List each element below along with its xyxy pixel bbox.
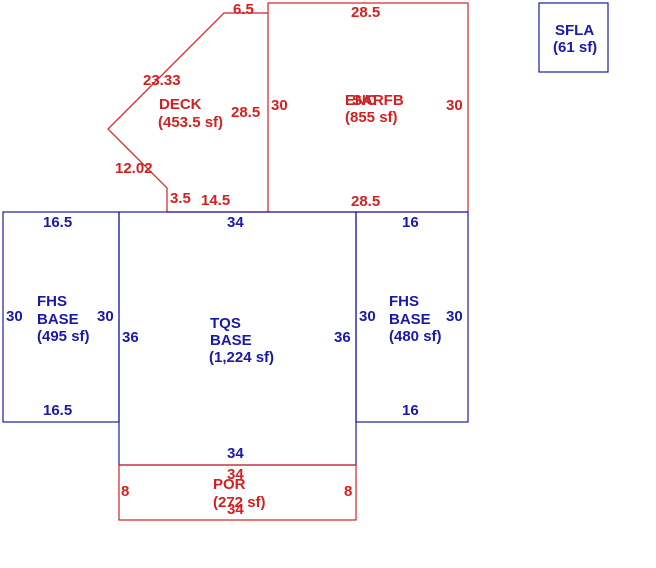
fhs-left-dim-right: 30 <box>97 308 114 325</box>
enc-dim-bottom: 28.5 <box>351 193 380 210</box>
deck-name: DECK <box>159 96 202 113</box>
enc-sarfb-area: 28.5 28.5 30 30 ENC SARFB (855 sf) <box>267 2 469 213</box>
por-dim-right: 8 <box>344 483 352 500</box>
tqs-name-2: BASE <box>210 332 252 349</box>
fhs-right-area-label: (480 sf) <box>389 328 442 345</box>
fhs-left-dim-left: 30 <box>6 308 23 325</box>
fhs-right-dim-top: 16 <box>402 214 419 231</box>
fhs-right-name-1: FHS <box>389 293 419 310</box>
por-area: 34 34 8 8 POR (272 sf) <box>118 464 357 521</box>
fhs-right-dim-left: 30 <box>359 308 376 325</box>
tqs-name-1: TQS <box>210 315 241 332</box>
por-dim-left: 8 <box>121 483 129 500</box>
tqs-dim-bottom: 34 <box>227 445 244 462</box>
fhs-left-area-label: (495 sf) <box>37 328 90 345</box>
deck-area-label: (453.5 sf) <box>158 114 223 131</box>
fhs-left-dim-top: 16.5 <box>43 214 72 231</box>
deck-dim-top: 6.5 <box>233 1 254 18</box>
fhs-right-dim-bottom: 16 <box>402 402 419 419</box>
deck-area: 6.5 23.33 28.5 12.02 3.5 14.5 DECK (453.… <box>107 1 268 213</box>
por-name: POR <box>213 476 246 493</box>
fhs-left-name-2: BASE <box>37 311 79 328</box>
tqs-dim-left: 36 <box>122 329 139 346</box>
enc-dim-top: 28.5 <box>351 4 380 21</box>
fhs-right-dim-right: 30 <box>446 308 463 325</box>
por-outline <box>118 464 357 521</box>
enc-dim-right: 30 <box>446 97 463 114</box>
sfla-area: SFLA (61 sf) <box>538 2 609 73</box>
fhs-left-area: 16.5 16.5 30 30 FHS BASE (495 sf) <box>2 211 120 423</box>
enc-area-label: (855 sf) <box>345 109 398 126</box>
sfla-area-label: (61 sf) <box>553 39 597 56</box>
deck-dim-small-vert: 3.5 <box>170 190 191 207</box>
deck-dim-diag-upper: 23.33 <box>143 72 181 89</box>
por-dim-bottom: 34 <box>227 501 244 518</box>
tqs-base-area: 34 34 36 36 TQS BASE (1,224 sf) <box>118 211 357 466</box>
fhs-right-name-2: BASE <box>389 311 431 328</box>
sarfb-name: SARFB <box>352 92 404 109</box>
sfla-outline <box>538 2 609 73</box>
deck-dim-diag-lower: 12.02 <box>115 160 153 177</box>
tqs-dim-top: 34 <box>227 214 244 231</box>
tqs-dim-right: 36 <box>334 329 351 346</box>
fhs-right-outline <box>355 211 469 423</box>
enc-dim-left: 30 <box>271 97 288 114</box>
fhs-right-area: 16 16 30 30 FHS BASE (480 sf) <box>355 211 469 423</box>
deck-dim-bottom: 14.5 <box>201 192 230 209</box>
fhs-left-dim-bottom: 16.5 <box>43 402 72 419</box>
por-dim-top: 34 <box>227 466 244 483</box>
fhs-left-name-1: FHS <box>37 293 67 310</box>
enc-name: ENC <box>345 92 377 109</box>
tqs-area-label: (1,224 sf) <box>209 349 274 366</box>
por-area-label: (272 sf) <box>213 494 266 511</box>
deck-dim-right: 28.5 <box>231 104 260 121</box>
sfla-name: SFLA <box>555 22 594 39</box>
